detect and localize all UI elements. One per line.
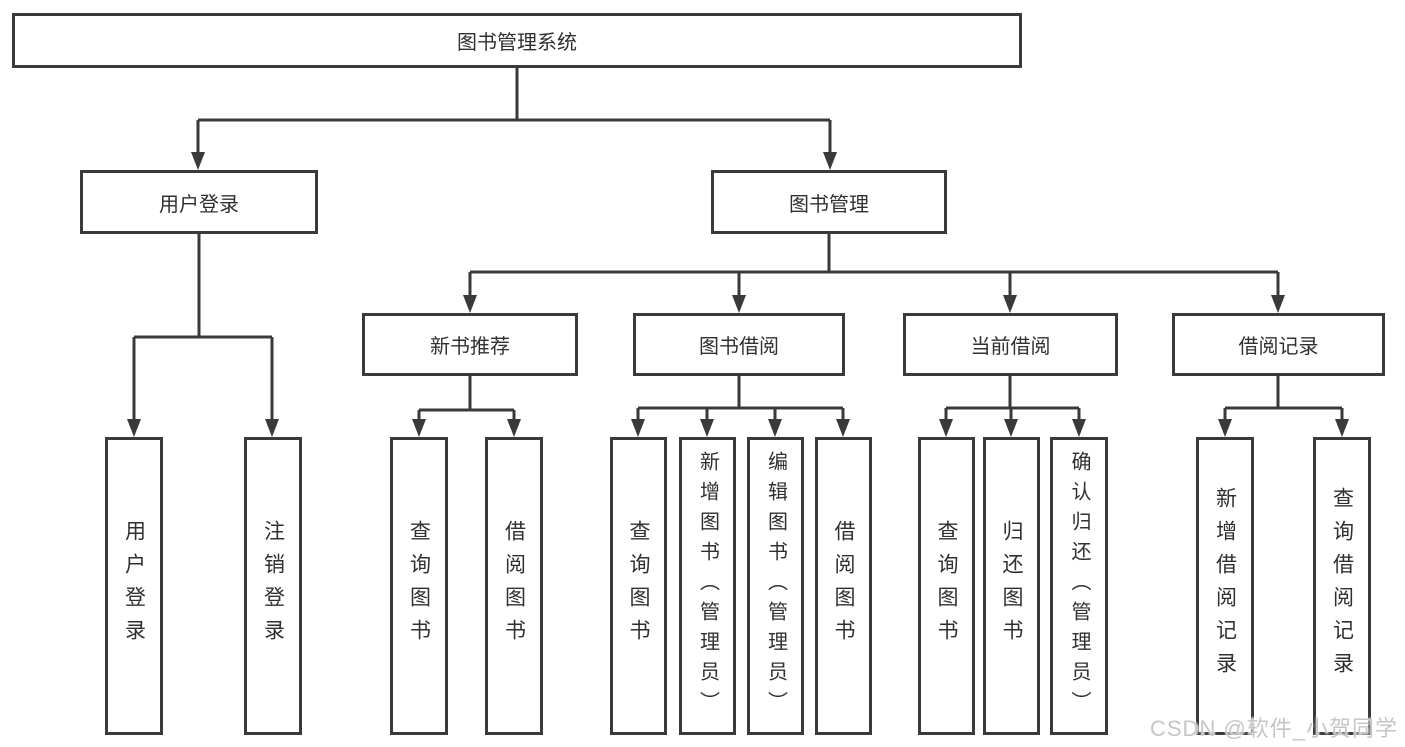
arrowhead-icon <box>1072 419 1086 437</box>
leaf-edit-book-admin-label: 编辑图书（管理员） <box>764 451 787 721</box>
arrowhead-icon <box>265 419 279 437</box>
arrowhead-icon <box>700 419 714 437</box>
leaf-query-books-recommend-label: 查询图书 <box>407 520 431 652</box>
leaf-query-books-current: 查询图书 <box>918 437 975 735</box>
node-library-management-system: 图书管理系统 <box>12 13 1022 68</box>
arrowhead-icon <box>507 419 521 437</box>
arrowhead-icon <box>412 419 426 437</box>
arrowhead-icon <box>127 419 141 437</box>
leaf-query-books-borrowing-label: 查询图书 <box>627 520 650 652</box>
leaf-borrow-books-borrowing-label: 借阅图书 <box>832 520 855 652</box>
arrowhead-icon <box>1003 295 1017 313</box>
arrowhead-icon <box>631 419 645 437</box>
leaf-query-books-borrowing: 查询图书 <box>610 437 667 735</box>
leaf-confirm-return-admin-label: 确认归还（管理员） <box>1068 451 1090 721</box>
leaf-user-login-label: 用户登录 <box>122 520 146 652</box>
arrowhead-icon <box>1218 419 1232 437</box>
node-user-login: 用户登录 <box>80 170 318 234</box>
arrowhead-icon <box>191 152 205 170</box>
leaf-add-book-admin-label: 新增图书（管理员） <box>696 451 719 721</box>
arrowhead-icon <box>823 152 837 170</box>
arrowhead-icon <box>463 295 477 313</box>
leaf-add-book-admin: 新增图书（管理员） <box>679 437 736 735</box>
node-book-borrowing-label: 图书借阅 <box>699 336 779 358</box>
leaf-borrow-books-borrowing: 借阅图书 <box>815 437 872 735</box>
leaf-borrow-books-recommend-label: 借阅图书 <box>502 520 526 652</box>
arrowhead-icon <box>1335 419 1349 437</box>
leaf-return-book-label: 归还图书 <box>1000 520 1023 652</box>
leaf-query-borrow-record-label: 查询借阅记录 <box>1330 487 1354 685</box>
connector-records-to-leaves <box>1223 376 1344 421</box>
node-book-management-label: 图书管理 <box>789 193 869 216</box>
leaf-return-book: 归还图书 <box>983 437 1040 735</box>
arrowhead-icon <box>768 419 782 437</box>
node-current-borrowing: 当前借阅 <box>903 313 1118 376</box>
node-borrowing-records: 借阅记录 <box>1172 313 1385 376</box>
connector-userlogin-to-leaves <box>132 233 274 421</box>
node-borrowing-records-label: 借阅记录 <box>1238 336 1319 358</box>
connector-currentborrow-to-leaves <box>944 376 1081 421</box>
node-book-borrowing: 图书借阅 <box>633 313 845 376</box>
node-new-book-recommendation-label: 新书推荐 <box>430 336 510 358</box>
arrowhead-icon <box>1004 419 1018 437</box>
arrowhead-icon <box>939 419 953 437</box>
connector-root-to-level2 <box>196 68 832 154</box>
leaf-user-login: 用户登录 <box>105 437 163 735</box>
leaf-confirm-return-admin: 确认归还（管理员） <box>1050 437 1108 735</box>
leaf-edit-book-admin: 编辑图书（管理员） <box>747 437 804 735</box>
leaf-query-books-current-label: 查询图书 <box>935 520 958 652</box>
connector-bookmgmt-to-level3 <box>468 233 1280 297</box>
leaf-query-borrow-record: 查询借阅记录 <box>1313 437 1371 735</box>
node-user-login-label: 用户登录 <box>159 193 239 216</box>
leaf-add-borrow-record-label: 新增借阅记录 <box>1213 487 1237 685</box>
node-current-borrowing-label: 当前借阅 <box>970 336 1051 358</box>
connector-newbook-to-leaves <box>417 376 516 421</box>
leaf-logout-label: 注销登录 <box>261 520 285 652</box>
leaf-borrow-books-recommend: 借阅图书 <box>485 437 543 735</box>
watermark: CSDN @软件_小贺同学 <box>1150 716 1399 741</box>
node-new-book-recommendation: 新书推荐 <box>362 313 578 376</box>
node-book-management: 图书管理 <box>711 170 947 234</box>
node-library-management-system-label: 图书管理系统 <box>457 32 577 54</box>
arrowhead-icon <box>836 419 850 437</box>
arrowhead-icon <box>732 295 746 313</box>
connector-bookborrow-to-leaves <box>636 376 845 421</box>
arrowhead-icon <box>1271 295 1285 313</box>
leaf-add-borrow-record: 新增借阅记录 <box>1196 437 1254 735</box>
leaf-query-books-recommend: 查询图书 <box>390 437 448 735</box>
leaf-logout: 注销登录 <box>244 437 302 735</box>
